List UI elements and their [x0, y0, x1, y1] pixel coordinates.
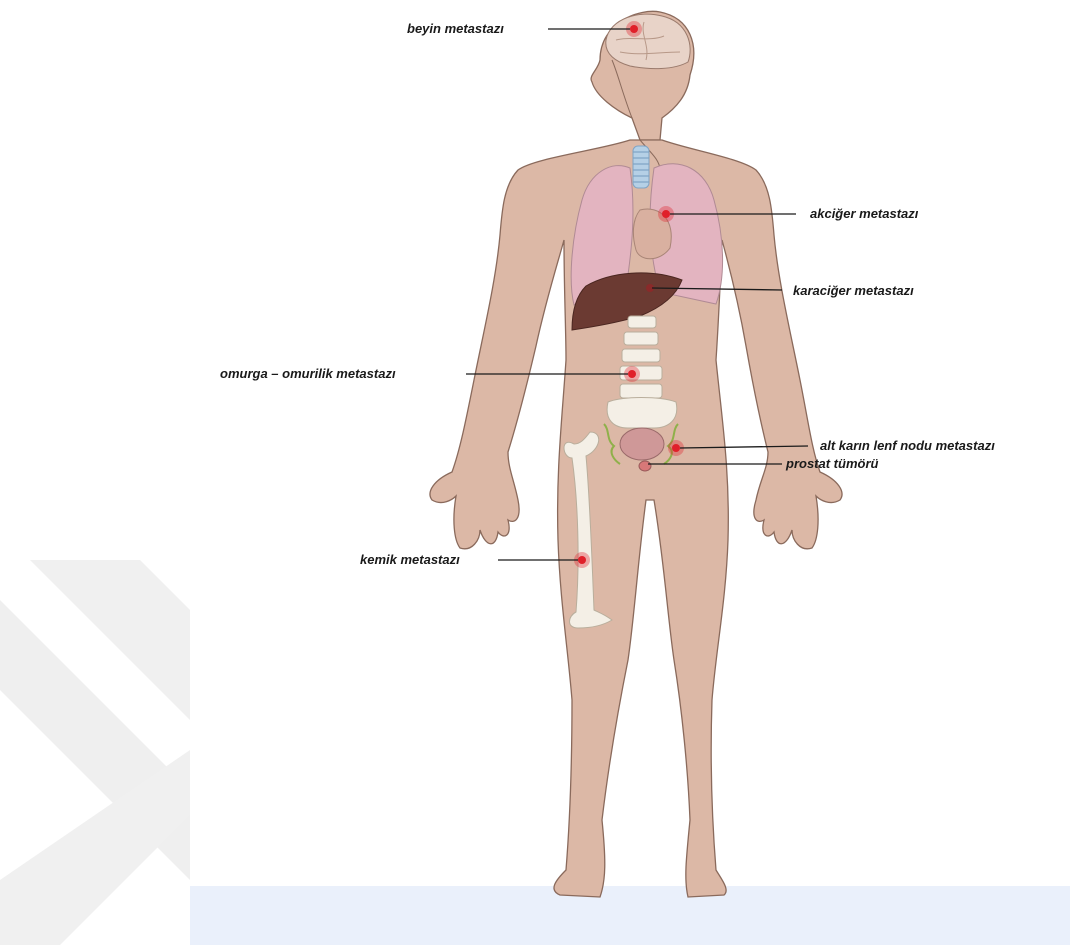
prostate [639, 461, 651, 471]
bladder [620, 428, 664, 460]
label-brain-metastasis: beyin metastazı [407, 21, 504, 37]
label-prostate-tumor: prostat tümörü [786, 456, 878, 472]
label-spine-metastasis: omurga – omurilik metastazı [220, 366, 396, 382]
label-lung-metastasis: akciğer metastazı [810, 206, 918, 222]
pelvis [607, 398, 677, 429]
label-bone-metastasis: kemik metastazı [360, 552, 460, 568]
label-lymph-metastasis: alt karın lenf nodu metastazı [820, 438, 995, 454]
label-liver-metastasis: karaciğer metastazı [793, 283, 914, 299]
